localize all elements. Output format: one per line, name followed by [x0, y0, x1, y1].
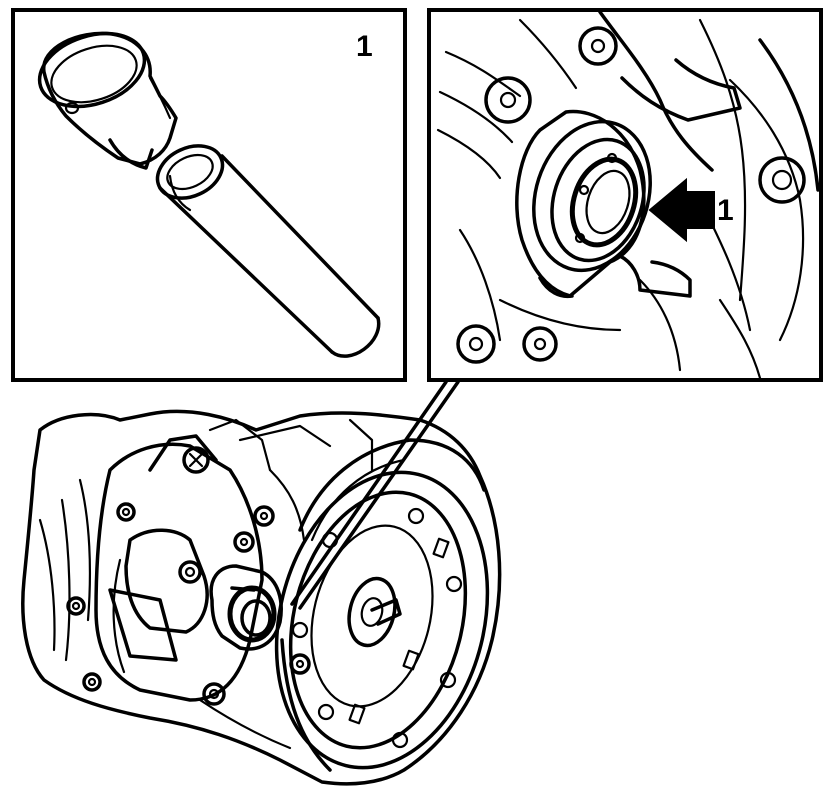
installer-handle — [155, 144, 381, 358]
torque-converter — [274, 470, 490, 770]
gearbox-assembly — [21, 409, 502, 786]
casing-bolt — [233, 531, 255, 553]
casing-bolt — [66, 596, 86, 616]
casing-bolt — [178, 560, 202, 584]
bolt-boss — [578, 26, 618, 66]
bolt-boss — [484, 76, 532, 124]
casing-bolt — [116, 502, 136, 522]
casing-bolt — [82, 672, 102, 692]
casing-bolt — [202, 682, 226, 706]
gearbox-casing — [38, 418, 374, 750]
bolt-boss — [456, 324, 496, 364]
casing-bolt — [289, 653, 311, 675]
detail-housing — [436, 12, 819, 378]
arrow-left-icon — [648, 177, 715, 243]
installer-cup — [37, 31, 178, 170]
tool-panel-frame — [11, 8, 407, 382]
detail-panel: 1 — [427, 8, 823, 382]
detail-callout-label: 1 — [717, 194, 734, 227]
casing-bolt — [253, 505, 275, 527]
seal-housing — [515, 58, 742, 299]
bolt-boss — [758, 156, 806, 204]
bolt-boss — [522, 326, 558, 362]
tool-panel: 1 — [11, 8, 407, 382]
detail-panel-frame — [427, 8, 823, 382]
driveshaft-seal — [209, 564, 283, 651]
casing-bolt — [182, 446, 210, 474]
tool-callout-label: 1 — [356, 30, 373, 63]
